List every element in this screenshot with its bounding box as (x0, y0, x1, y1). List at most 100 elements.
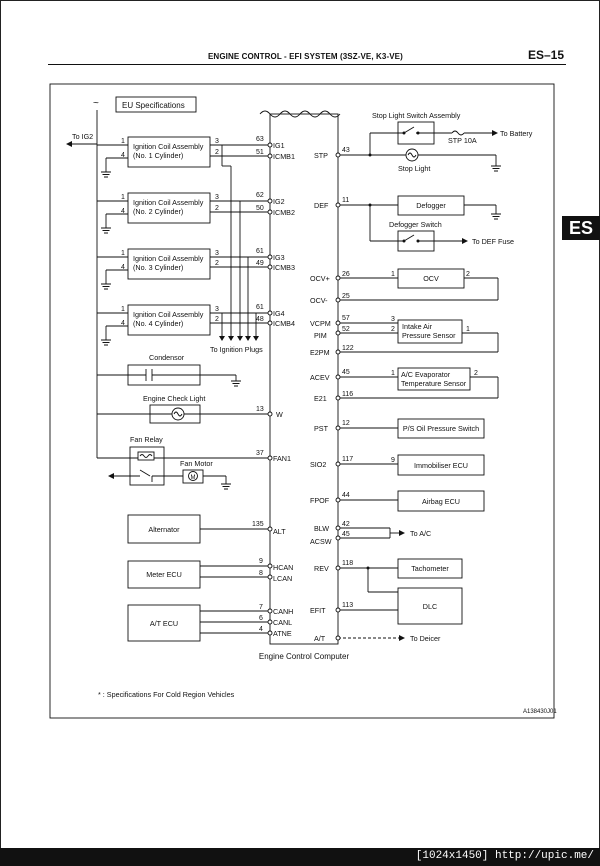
svg-text:122: 122 (342, 345, 354, 352)
svg-text:Defogger: Defogger (416, 201, 446, 210)
svg-text:FPOF: FPOF (310, 496, 330, 505)
svg-text:Stop Light: Stop Light (398, 164, 430, 173)
svg-text:57: 57 (342, 315, 350, 322)
svg-text:3: 3 (215, 250, 219, 257)
svg-text:61: 61 (256, 304, 264, 311)
ignition-coil-4: Ignition Coil Assembly (No. 4 Cylinder) … (97, 304, 295, 346)
to-ig2-label: To IG2 (72, 132, 93, 141)
stop-light-switch: Stop Light Switch Assembly To Battery ST… (370, 111, 533, 145)
svg-text:12: 12 (342, 420, 350, 427)
svg-text:Engine Check Light: Engine Check Light (143, 394, 205, 403)
svg-text:2: 2 (215, 260, 219, 267)
svg-text:PST: PST (314, 424, 329, 433)
svg-text:M: M (191, 475, 196, 481)
reference-code: A138430J01 (523, 709, 557, 715)
svg-text:49: 49 (256, 260, 264, 267)
ps-oil-pressure-switch: P/S Oil Pressure Switch 12 PST (314, 418, 485, 439)
intake-air-pressure-sensor: Intake Air Pressure Sensor 3 2 1 57 52 1… (310, 315, 499, 357)
coil1-sub: (No. 1 Cylinder) (133, 151, 183, 160)
ground-icon (221, 483, 231, 490)
svg-text:45: 45 (342, 369, 350, 376)
to-ignition-plugs-label: To Ignition Plugs (210, 345, 263, 354)
svg-text:37: 37 (256, 450, 264, 457)
fan-relay: Fan Relay 37 FAN1 (97, 435, 291, 486)
svg-text:116: 116 (342, 391, 353, 398)
svg-text:118: 118 (342, 560, 353, 567)
svg-text:1: 1 (121, 250, 125, 257)
ground-icon (101, 171, 111, 178)
ignition-plug-lines (219, 145, 259, 341)
svg-text:51: 51 (256, 149, 264, 156)
svg-text:45: 45 (342, 531, 350, 538)
header-title: ENGINE CONTROL - EFI SYSTEM (3SZ-VE, K3-… (208, 52, 403, 61)
section-tab: ES (562, 216, 600, 240)
svg-text:3: 3 (215, 138, 219, 145)
svg-text:8: 8 (259, 570, 263, 577)
svg-text:LCAN: LCAN (273, 574, 292, 583)
svg-text:OCV-: OCV- (310, 296, 328, 305)
defogger: Defogger 11 DEF (314, 195, 501, 220)
alternator: Alternator 135 ALT (127, 514, 286, 544)
svg-text:BLW: BLW (314, 524, 329, 533)
svg-text:To Battery: To Battery (500, 129, 533, 138)
ecu-label: Engine Control Computer (259, 652, 350, 661)
svg-text:43: 43 (342, 147, 350, 154)
svg-text:ACEV: ACEV (310, 373, 330, 382)
svg-text:Ignition Coil Assembly: Ignition Coil Assembly (133, 310, 204, 319)
svg-text:Fan Motor: Fan Motor (180, 459, 213, 468)
svg-text:Ignition Coil Assembly: Ignition Coil Assembly (133, 198, 204, 207)
svg-text:62: 62 (256, 192, 264, 199)
svg-text:Stop Light Switch Assembly: Stop Light Switch Assembly (372, 111, 461, 120)
svg-text:13: 13 (256, 406, 264, 413)
svg-text:Condensor: Condensor (149, 353, 185, 362)
svg-text:HCAN: HCAN (273, 563, 293, 572)
svg-text:E2PM: E2PM (310, 348, 330, 357)
svg-text:Defogger Switch: Defogger Switch (389, 220, 442, 229)
svg-text:4: 4 (121, 152, 125, 159)
svg-text:11: 11 (342, 197, 349, 204)
ground-icon (491, 213, 501, 220)
svg-text:4: 4 (121, 264, 125, 271)
svg-text:26: 26 (342, 271, 350, 278)
svg-text:Meter ECU: Meter ECU (146, 570, 182, 579)
fuse-icon (451, 130, 465, 136)
svg-text:Alternator: Alternator (148, 525, 180, 534)
svg-text:A/C Evaporator: A/C Evaporator (401, 370, 451, 379)
tilde-mark: ~ (93, 98, 99, 109)
svg-text:IG1: IG1 (273, 141, 285, 150)
ignition-coil-1: Ignition Coil Assembly (No. 1 Cylinder) … (97, 136, 295, 178)
defogger-switch: Defogger Switch To DEF Fuse (368, 203, 514, 252)
svg-text:2: 2 (215, 149, 219, 156)
airbag-ecu: Airbag ECU 44 FPOF (310, 490, 485, 512)
ecu-break-line (259, 110, 341, 118)
svg-text:2: 2 (215, 205, 219, 212)
svg-text:4: 4 (121, 320, 125, 327)
fan-motor: Fan Motor M (180, 459, 231, 490)
svg-text:113: 113 (342, 602, 353, 609)
ignition-coil-2: Ignition Coil Assembly (No. 2 Cylinder) … (97, 192, 295, 234)
svg-text:IG4: IG4 (273, 309, 285, 318)
meter-ecu: Meter ECU 9 8 HCAN LCAN (127, 558, 293, 589)
immobiliser-ecu: Immobiliser ECU 9 117 SIO2 (310, 454, 485, 476)
svg-text:9: 9 (259, 558, 263, 565)
ground-icon (491, 165, 501, 172)
svg-text:IG2: IG2 (273, 197, 285, 206)
svg-text:48: 48 (256, 316, 264, 323)
svg-text:Airbag ECU: Airbag ECU (422, 497, 460, 506)
svg-text:REV: REV (314, 564, 329, 573)
ignition-coil-3: Ignition Coil Assembly (No. 3 Cylinder) … (97, 248, 295, 290)
svg-text:52: 52 (342, 326, 350, 333)
ecu-body (269, 113, 339, 645)
deicer-line: A/T To Deicer (314, 634, 441, 643)
svg-text:Ignition Coil Assembly: Ignition Coil Assembly (133, 254, 204, 263)
svg-text:DLC: DLC (423, 602, 437, 611)
svg-text:117: 117 (342, 456, 353, 463)
tachometer: Tachometer 118 REV (314, 558, 463, 593)
image-size-watermark: [1024x1450] http://upic.me/ (415, 850, 594, 862)
svg-text:ICMB4: ICMB4 (273, 319, 295, 328)
page-number: ES–15 (528, 48, 565, 62)
svg-text:Intake Air: Intake Air (402, 322, 433, 331)
svg-text:STP 10A: STP 10A (448, 136, 477, 145)
svg-text:OCV+: OCV+ (310, 274, 330, 283)
